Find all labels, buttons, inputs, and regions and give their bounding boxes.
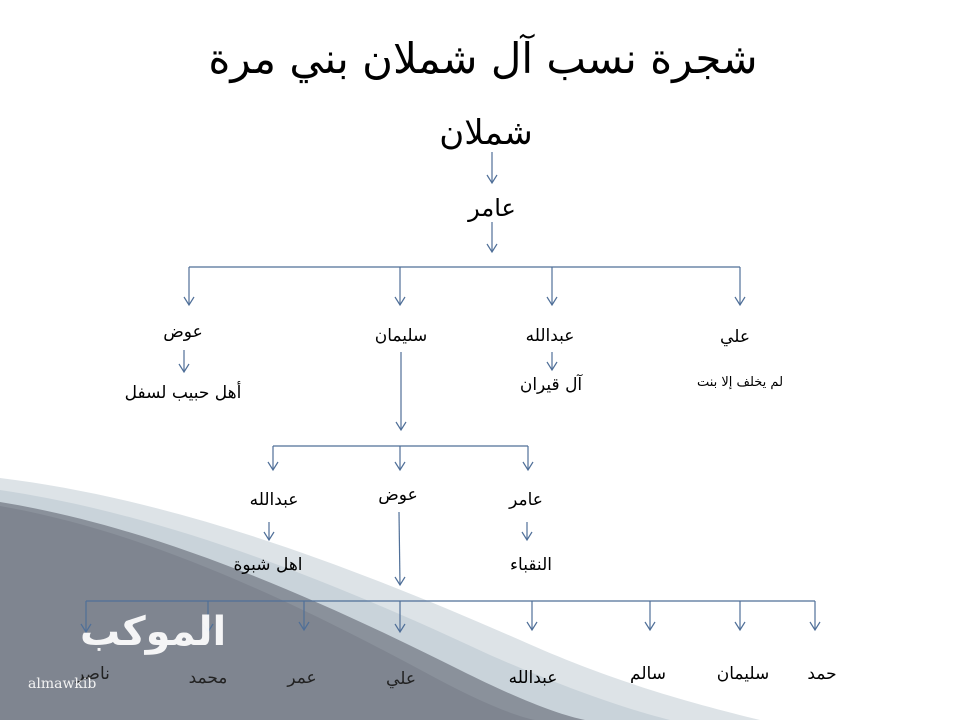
note-l2-awadh: أهل حبيب لسفل xyxy=(124,383,242,403)
watermark-logo-latin: almawkib xyxy=(28,676,97,692)
node-l4-salem: سالم xyxy=(630,664,666,684)
page-title: شجرة نسب آل شملان بني مرة xyxy=(208,34,758,83)
note-l2-abdullah: آل قيران xyxy=(519,375,583,395)
node-l4-nasser: ناصر xyxy=(76,664,110,684)
watermark-logo-arabic: الموكب xyxy=(80,609,227,655)
node-l2-ali: علي xyxy=(720,327,750,347)
node-l4-sulaiman: سليمان xyxy=(716,664,770,684)
node-l2-abdullah: عبدالله xyxy=(525,326,575,346)
node-l3-awadh: عوض xyxy=(378,485,418,505)
node-l3-abdullah: عبدالله xyxy=(249,490,299,510)
node-l4-abdullah: عبدالله xyxy=(508,668,558,688)
note-l3-abdullah: اهل شبوة xyxy=(233,555,303,575)
node-l2-awadh: عوض xyxy=(163,322,203,342)
note-l2-ali: لم يخلف إلا بنت xyxy=(696,375,784,390)
node-root: شملان xyxy=(439,113,533,153)
node-l4-ali: علي xyxy=(386,669,416,689)
node-level1: عامر xyxy=(468,194,516,222)
node-l2-sulaiman: سليمان xyxy=(374,326,428,346)
node-l3-amer: عامر xyxy=(509,490,543,510)
node-l4-mohammed: محمد xyxy=(188,668,228,688)
node-l4-omar: عمر xyxy=(287,668,317,688)
note-l3-amer: النقباء xyxy=(510,555,552,575)
node-l4-hamad: حمد xyxy=(807,664,837,684)
